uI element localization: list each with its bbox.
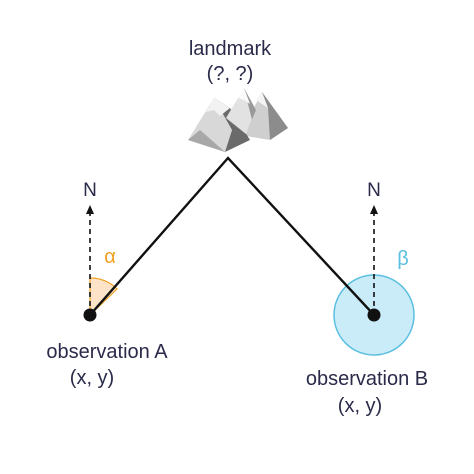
north-arrow-b xyxy=(370,205,378,315)
alpha-label: α xyxy=(104,246,116,268)
mountain-icon xyxy=(188,88,288,152)
observation-b-point xyxy=(367,308,381,322)
north-label-a: N xyxy=(83,180,97,201)
landmark-coords: (?, ?) xyxy=(206,63,254,85)
sight-lines xyxy=(89,156,375,316)
beta-label: β xyxy=(397,248,409,270)
observation-a-label: observation A xyxy=(46,341,168,363)
north-label-b: N xyxy=(367,180,381,201)
observation-a-coords: (x, y) xyxy=(69,367,115,389)
observation-b-label: observation B xyxy=(305,368,429,390)
north-arrow-a xyxy=(86,205,94,315)
observation-a-point xyxy=(83,308,97,322)
landmark-label: landmark xyxy=(188,38,272,60)
observation-b-coords: (x, y) xyxy=(337,395,383,417)
